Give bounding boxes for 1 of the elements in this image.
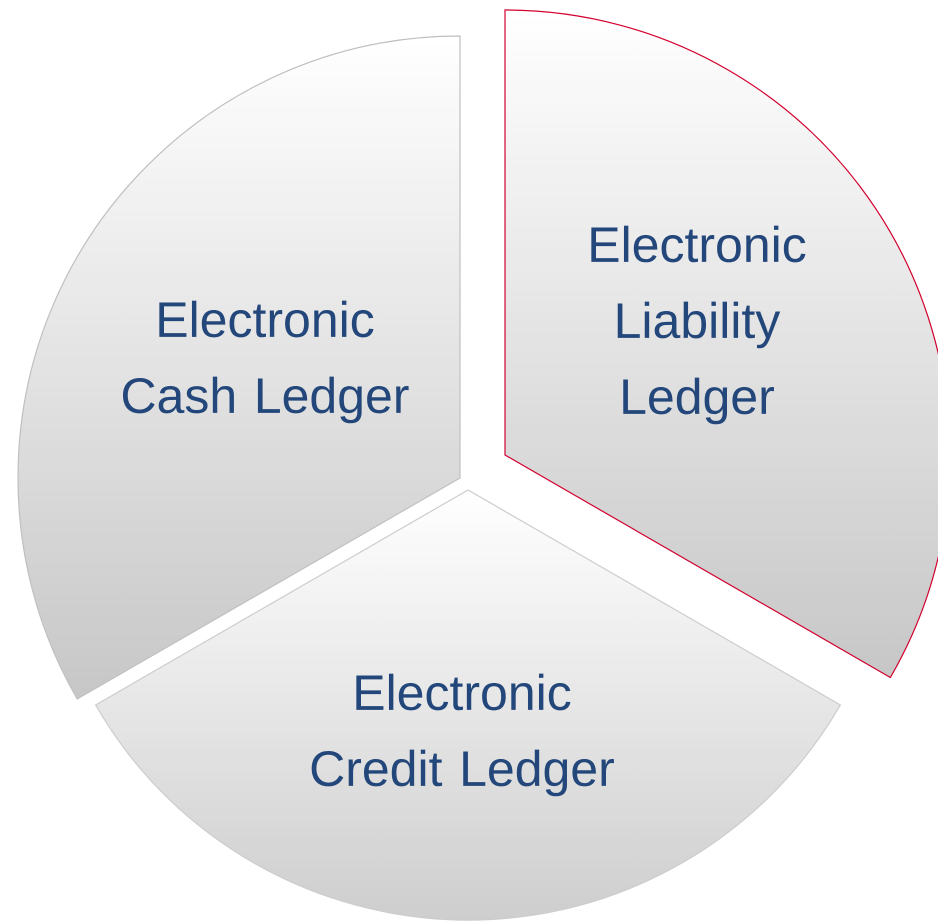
pie-segment: Electronic Credit Ledger <box>95 489 841 921</box>
